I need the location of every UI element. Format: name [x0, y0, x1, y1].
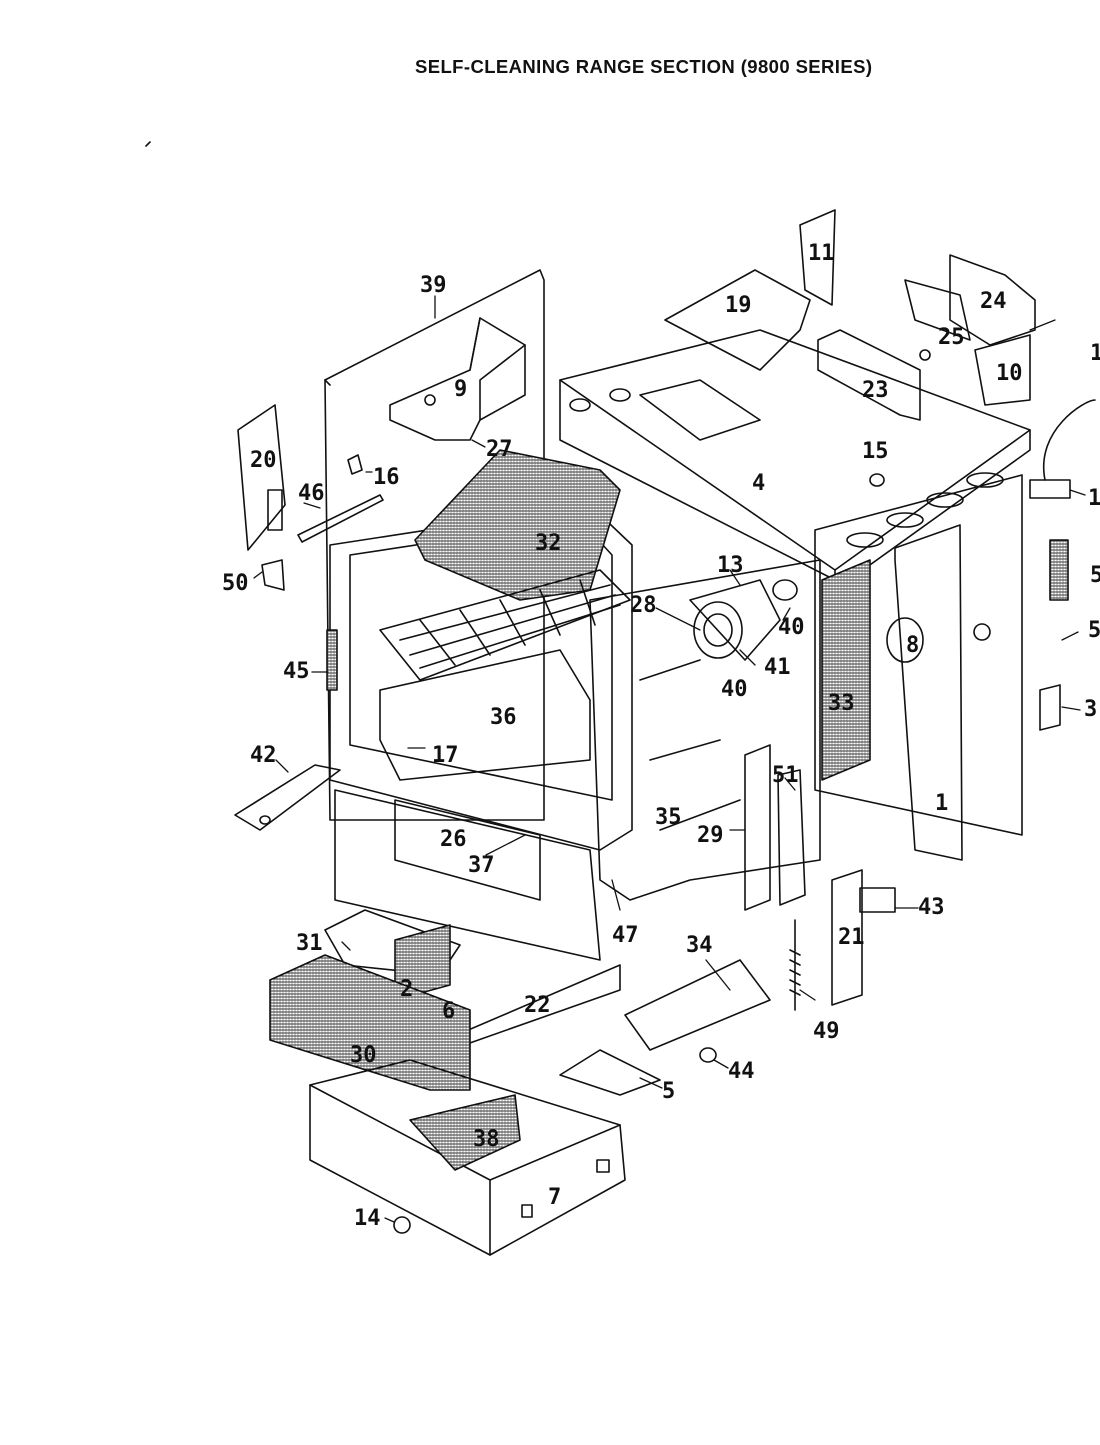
part-51-hinge-bracket: [777, 769, 806, 906]
label-10: 10: [996, 361, 1023, 386]
label-28: 28: [630, 593, 657, 618]
part-14-leveler: [393, 1216, 411, 1234]
label-5: 5: [662, 1079, 675, 1104]
part-43-rail: [859, 887, 896, 913]
part-29-hinge: [744, 744, 771, 911]
label-37: 37: [468, 853, 495, 878]
part-power-cord: [1029, 399, 1096, 601]
label-32: 32: [535, 531, 562, 556]
part-33-side-insulation: [821, 559, 871, 781]
label-9: 9: [454, 377, 467, 402]
label-40: 40: [721, 677, 748, 702]
part-30-drawer-insulation: [269, 954, 471, 1091]
part-49-spring: [789, 919, 801, 1011]
label-34: 34: [686, 933, 713, 958]
label-44: 44: [728, 1059, 755, 1084]
part-42-side-rail: [234, 764, 341, 831]
part-7-storage-drawer: [309, 1059, 626, 1256]
part-19-cover: [664, 269, 811, 371]
label-2: 2: [400, 977, 413, 1002]
label-22: 22: [524, 993, 551, 1018]
label-43: 43: [918, 895, 945, 920]
part-50-clip: [261, 559, 285, 591]
label-49: 49: [813, 1019, 840, 1044]
part-20-side-bracket: [237, 404, 286, 551]
label-29: 29: [697, 823, 724, 848]
label-24: 24: [980, 289, 1007, 314]
label-23: 23: [862, 378, 889, 403]
label-39: 39: [420, 273, 447, 298]
label-27: 27: [486, 437, 513, 462]
part-24-bracket: [904, 254, 1036, 346]
diagram-title: SELF-CLEANING RANGE SECTION (9800 SERIES…: [415, 56, 873, 77]
stray-mark: [145, 141, 151, 147]
part-17-rack-support: [379, 649, 591, 781]
part-11-bracket: [799, 209, 836, 306]
label-15: 15: [862, 439, 889, 464]
part-number-labels: 39 9 20 16 46 27 50 32 45 36 42 17 26 37…: [222, 241, 1100, 1231]
label-edge-1: 1: [1090, 341, 1100, 366]
label-20: 20: [250, 448, 277, 473]
label-47: 47: [612, 923, 639, 948]
part-44-leveler: [699, 1047, 717, 1063]
label-11: 11: [808, 241, 835, 266]
label-edge-5: 5: [1090, 563, 1100, 588]
part-25-screw: [919, 349, 931, 361]
label-1: 1: [935, 791, 948, 816]
part-9-vent-duct: [389, 317, 526, 441]
part-36-oven-rack: [379, 569, 631, 681]
part-16-clip: [347, 454, 363, 475]
part-1-side-panel: [814, 474, 1023, 861]
label-21: 21: [838, 925, 865, 950]
part-21-hinge-plate: [831, 869, 863, 1006]
label-35: 35: [655, 805, 682, 830]
part-23-shroud: [817, 329, 921, 421]
label-33: 33: [828, 691, 855, 716]
label-50: 50: [222, 571, 249, 596]
label-30: 30: [350, 1043, 377, 1068]
part-15-nut: [869, 473, 885, 487]
label-6: 6: [442, 999, 455, 1024]
label-48: 40: [778, 615, 805, 640]
label-26: 26: [440, 827, 467, 852]
label-14: 14: [354, 1206, 381, 1231]
part-32-top-insulation: [414, 449, 621, 601]
part-2-burner-box: [394, 924, 451, 1001]
label-edge-3: 3: [1084, 697, 1097, 722]
label-13: 13: [717, 553, 744, 578]
part-34-lock-arm: [624, 959, 771, 1051]
part-48-sensor: [772, 579, 798, 601]
leader-lines: [253, 295, 1086, 1223]
part-3-terminal-block: [1039, 684, 1061, 731]
part-28-thermostat: [689, 579, 781, 661]
part-46-trim-strip: [297, 494, 384, 543]
label-19: 19: [725, 293, 752, 318]
label-edge-5b: 5: [1088, 618, 1100, 643]
label-36: 36: [490, 705, 517, 730]
part-10-bracket: [974, 334, 1031, 406]
label-8: 8: [906, 633, 919, 658]
label-51: 51: [772, 763, 799, 788]
label-7: 7: [548, 1185, 561, 1210]
label-41: 41: [764, 655, 791, 680]
part-5-base-rail: [559, 1049, 661, 1096]
label-25: 25: [938, 325, 965, 350]
label-16: 16: [373, 465, 400, 490]
label-38: 38: [473, 1127, 500, 1152]
part-26-door-frame: [334, 789, 601, 961]
part-35-oven-liner: [589, 559, 821, 901]
label-edge-1b: 1: [1088, 486, 1100, 511]
label-31: 31: [296, 931, 323, 956]
label-46: 46: [298, 481, 325, 506]
label-4: 4: [752, 471, 765, 496]
label-42: 42: [250, 743, 277, 768]
label-17: 17: [432, 743, 459, 768]
label-45: 45: [283, 659, 310, 684]
